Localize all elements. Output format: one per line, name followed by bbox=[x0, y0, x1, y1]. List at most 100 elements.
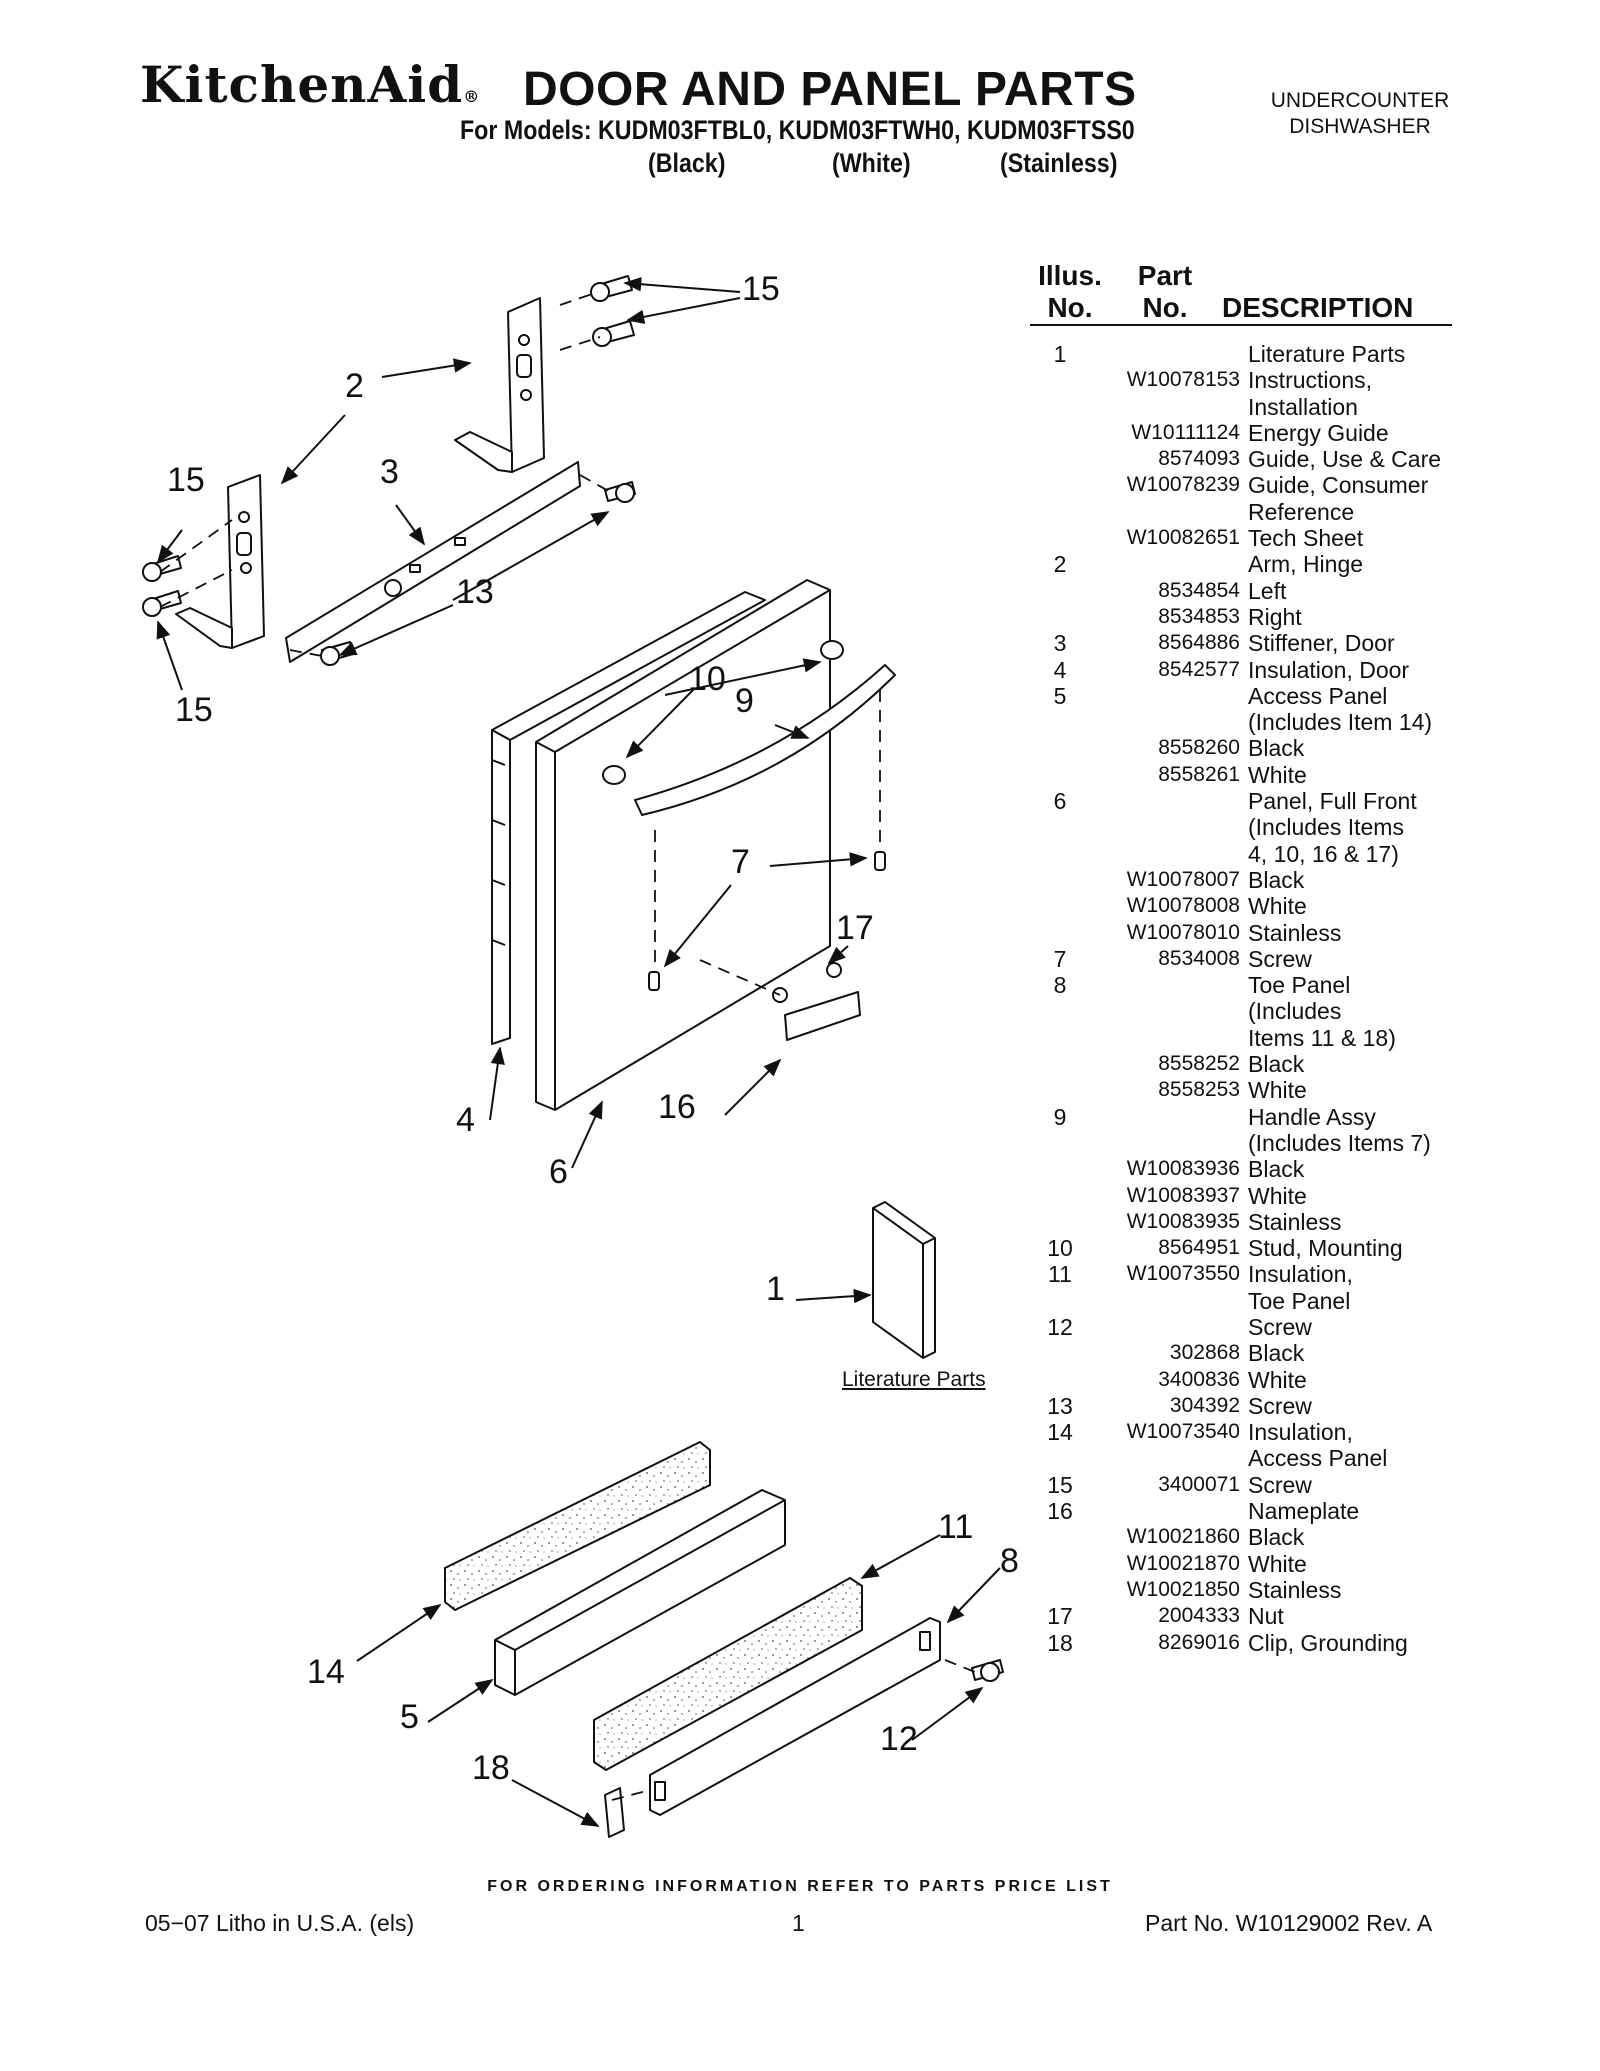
illus-number: 7 bbox=[1053, 945, 1067, 972]
callout-13: 13 bbox=[456, 573, 494, 611]
part-description: Black bbox=[1248, 735, 1305, 762]
part-number: W10111124 bbox=[1131, 420, 1240, 444]
callout-18: 18 bbox=[472, 1749, 510, 1787]
callout-7: 7 bbox=[731, 843, 750, 881]
illus-header-line-2: No. bbox=[1047, 292, 1093, 323]
part-number: 302868 bbox=[1169, 1341, 1240, 1365]
parts-row: Items 11 & 18) bbox=[1030, 1025, 1470, 1051]
parts-row: W10078008 White bbox=[1030, 893, 1470, 919]
parts-row: 7 8534008 Screw bbox=[1030, 946, 1470, 972]
callout-5: 5 bbox=[400, 1698, 419, 1736]
part-description: Access Panel bbox=[1248, 1445, 1388, 1472]
part-number: 3400071 bbox=[1158, 1472, 1240, 1496]
access-panel bbox=[494, 1489, 786, 1696]
part-description: Insulation, bbox=[1248, 1261, 1353, 1288]
variant-white: (White) bbox=[832, 148, 911, 178]
callout-2: 2 bbox=[345, 367, 364, 405]
part-description: Toe Panel bbox=[1248, 972, 1351, 999]
part-description: Black bbox=[1248, 866, 1305, 893]
screw-15-left bbox=[142, 555, 182, 617]
page-title: DOOR AND PANEL PARTS bbox=[523, 63, 1137, 116]
part-number: 8534008 bbox=[1158, 946, 1240, 970]
illus-number: 15 bbox=[1047, 1471, 1073, 1498]
part-header: Part No. bbox=[1125, 260, 1205, 324]
part-number: W10021860 bbox=[1126, 1525, 1240, 1549]
part-description: White bbox=[1248, 1077, 1307, 1104]
part-description: Stiffener, Door bbox=[1248, 630, 1395, 657]
parts-row: Installation bbox=[1030, 394, 1470, 420]
parts-row: (Includes bbox=[1030, 998, 1470, 1024]
parts-row: Access Panel bbox=[1030, 1445, 1470, 1471]
callout-17: 17 bbox=[836, 909, 874, 947]
part-description: Nameplate bbox=[1248, 1498, 1360, 1525]
part-number: W10073550 bbox=[1126, 1262, 1240, 1286]
parts-row: 4, 10, 16 & 17) bbox=[1030, 841, 1470, 867]
illus-number: 1 bbox=[1053, 341, 1067, 367]
illus-number: 18 bbox=[1047, 1629, 1073, 1656]
part-number: W10078153 bbox=[1126, 368, 1240, 392]
parts-row: Reference bbox=[1030, 499, 1470, 525]
door-stiffener bbox=[285, 461, 581, 663]
part-description: Stud, Mounting bbox=[1248, 1235, 1403, 1262]
parts-row: W10083936 Black bbox=[1030, 1156, 1470, 1182]
nameplate bbox=[784, 991, 861, 1041]
part-number: 8558261 bbox=[1158, 762, 1240, 786]
part-description: Screw bbox=[1248, 1392, 1312, 1419]
handle-screws bbox=[648, 851, 886, 991]
callout-9: 9 bbox=[735, 682, 754, 720]
part-header-line-2: No. bbox=[1142, 292, 1188, 323]
models-line: For Models: KUDM03FTBL0, KUDM03FTWH0, KU… bbox=[460, 115, 1135, 145]
mounting-studs bbox=[602, 640, 844, 785]
part-number: 8564886 bbox=[1158, 631, 1240, 655]
part-description: Items 11 & 18) bbox=[1248, 1024, 1396, 1051]
part-description: Black bbox=[1248, 1524, 1305, 1551]
registered-mark: ® bbox=[463, 87, 481, 106]
page-number: 1 bbox=[792, 1910, 805, 1936]
part-description: Guide, Consumer bbox=[1248, 472, 1429, 499]
part-description: Instructions, bbox=[1248, 367, 1372, 394]
part-description: Stainless bbox=[1248, 1576, 1342, 1603]
part-description: Arm, Hinge bbox=[1248, 551, 1364, 578]
part-number: W10078010 bbox=[1126, 920, 1240, 944]
part-description: White bbox=[1248, 761, 1307, 788]
callout-6: 6 bbox=[549, 1153, 568, 1191]
parts-row: W10078007 Black bbox=[1030, 867, 1470, 893]
part-number: W10083936 bbox=[1126, 1157, 1240, 1181]
part-description: Black bbox=[1248, 1156, 1305, 1183]
callout-15: 15 bbox=[742, 270, 780, 308]
illus-header-line-1: Illus. bbox=[1038, 260, 1102, 291]
parts-row: (Includes Items bbox=[1030, 814, 1470, 840]
part-description: (Includes Items 7) bbox=[1248, 1129, 1431, 1156]
callout-3: 3 bbox=[380, 453, 399, 491]
assembly-lines bbox=[159, 291, 976, 1801]
part-number: W10083937 bbox=[1126, 1183, 1240, 1207]
callout-15: 15 bbox=[175, 691, 213, 729]
part-description: Left bbox=[1248, 577, 1287, 604]
part-description: Screw bbox=[1248, 945, 1312, 972]
part-description: Tech Sheet bbox=[1248, 525, 1364, 552]
part-description: White bbox=[1248, 893, 1307, 920]
illus-number: 11 bbox=[1048, 1261, 1072, 1288]
illus-number: 10 bbox=[1047, 1235, 1073, 1262]
part-description: Clip, Grounding bbox=[1248, 1629, 1408, 1656]
callout-4: 4 bbox=[456, 1101, 475, 1139]
illus-number: 16 bbox=[1047, 1498, 1073, 1525]
illus-number: 9 bbox=[1053, 1103, 1067, 1130]
part-number: W10078008 bbox=[1126, 894, 1240, 918]
part-number: W10073540 bbox=[1126, 1420, 1240, 1444]
parts-row: 8 Toe Panel bbox=[1030, 972, 1470, 998]
part-description: Installation bbox=[1248, 393, 1358, 420]
illus-number: 8 bbox=[1053, 972, 1067, 999]
part-number: W10078007 bbox=[1126, 867, 1240, 891]
